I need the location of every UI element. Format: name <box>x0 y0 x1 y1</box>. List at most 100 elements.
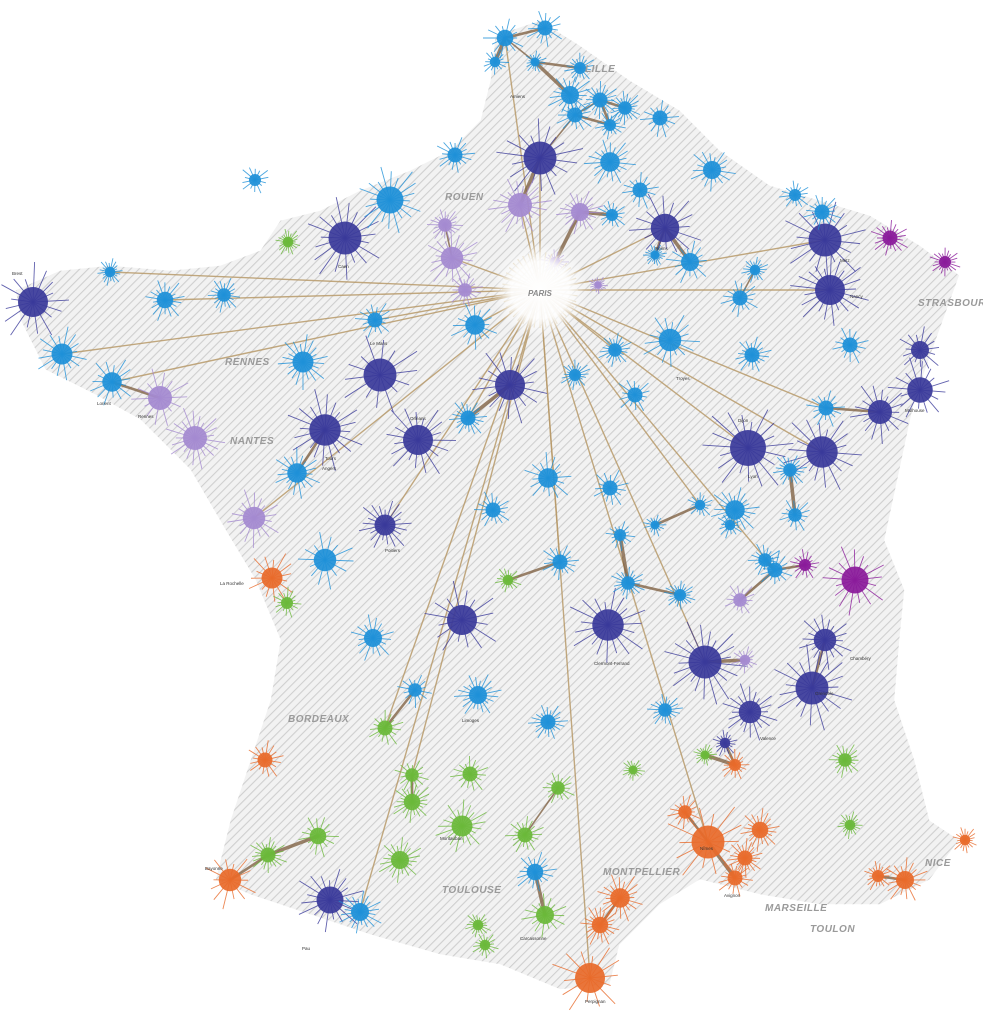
city-cluster <box>605 521 636 551</box>
city-cluster <box>355 303 390 338</box>
city-cluster <box>207 278 241 313</box>
cluster-core <box>567 107 583 123</box>
cluster-core <box>799 559 811 571</box>
region-label-bordeaux: BORDEAUX <box>288 714 350 725</box>
city-cluster <box>465 914 492 938</box>
city-cluster <box>595 112 626 140</box>
city-label-brest: Brest <box>12 271 23 276</box>
city-cluster <box>496 118 584 195</box>
cluster-core <box>600 152 620 172</box>
city-cluster <box>643 314 700 367</box>
cluster-core <box>472 919 484 931</box>
cluster-core <box>485 502 501 518</box>
city-cluster <box>731 646 757 674</box>
city-cluster <box>618 379 650 411</box>
city-cluster <box>718 861 753 897</box>
region-label-strasbourg: STRASBOURG <box>918 298 983 309</box>
cluster-core <box>18 287 48 317</box>
cluster-core <box>462 766 478 782</box>
cluster-core <box>458 283 472 297</box>
city-cluster <box>664 580 696 610</box>
city-cluster <box>722 748 750 780</box>
city-cluster <box>779 180 809 208</box>
city-label-orleans: Orléans <box>410 416 427 421</box>
cluster-core <box>591 916 609 934</box>
cluster-core <box>260 847 276 863</box>
city-cluster <box>560 359 591 391</box>
city-cluster <box>227 489 279 549</box>
cluster-core <box>523 141 557 175</box>
cluster-core <box>351 903 369 921</box>
region-label-lille: LILLE <box>585 64 615 75</box>
cluster-core <box>688 645 722 679</box>
city-cluster <box>287 389 363 471</box>
cluster-core <box>569 369 581 381</box>
cluster-core <box>551 781 565 795</box>
cluster-core <box>841 566 869 594</box>
cluster-core <box>814 204 830 220</box>
cluster-core <box>309 827 327 845</box>
city-cluster <box>344 335 418 413</box>
cluster-core <box>594 281 602 289</box>
city-cluster <box>849 385 909 444</box>
city-label-caen: Caen <box>338 264 349 269</box>
cluster-core <box>614 529 626 541</box>
paris-glow <box>492 242 588 338</box>
cluster-core <box>489 56 501 68</box>
city-cluster <box>338 890 382 934</box>
cluster-core <box>813 628 837 652</box>
paris-link <box>539 289 776 571</box>
cluster-core <box>674 589 686 601</box>
city-cluster <box>556 97 592 130</box>
city-label-chambery: Chambéry <box>850 656 872 661</box>
city-cluster <box>735 336 772 372</box>
city-cluster <box>712 729 738 757</box>
city-label-tours: Tours <box>325 456 337 461</box>
cluster-core <box>451 815 473 837</box>
cluster-core <box>148 386 172 410</box>
cluster-core <box>844 819 856 831</box>
city-cluster <box>628 193 702 261</box>
cluster-core <box>602 480 618 496</box>
cluster-core <box>495 370 525 400</box>
cluster-core <box>868 400 892 424</box>
cluster-core <box>405 768 419 782</box>
city-label-clermont: Clermont-Ferrand <box>594 661 630 666</box>
city-cluster <box>277 334 328 391</box>
cluster-core <box>751 821 769 839</box>
cluster-core <box>571 203 589 221</box>
cluster-core <box>681 253 699 271</box>
cluster-core <box>403 425 433 455</box>
cluster-core <box>896 871 914 889</box>
city-cluster <box>870 220 908 256</box>
city-label-le-mans: Le Mans <box>370 341 388 346</box>
cluster-core <box>391 851 409 869</box>
cluster-core <box>628 765 638 775</box>
cluster-core <box>650 520 660 530</box>
city-label-angers: Angers <box>322 466 337 471</box>
cluster-core <box>604 119 616 131</box>
cluster-core <box>364 629 382 647</box>
city-cluster <box>298 868 364 933</box>
city-cluster <box>790 549 820 579</box>
paris-link <box>539 289 823 453</box>
cluster-core <box>261 567 283 589</box>
city-cluster <box>717 514 742 539</box>
cluster-core <box>496 29 514 47</box>
city-label-limoges: Limoges <box>462 718 480 723</box>
cluster-core <box>592 609 624 641</box>
city-label-la-rochelle: La Rochelle <box>220 581 244 586</box>
city-cluster <box>806 390 845 427</box>
cluster-core <box>719 737 731 749</box>
cluster-core <box>592 92 608 108</box>
cluster-core <box>530 57 540 67</box>
cluster-core <box>872 870 884 882</box>
cluster-core <box>447 147 463 163</box>
city-cluster <box>525 50 547 73</box>
cluster-core <box>536 906 554 924</box>
cluster-core <box>242 506 266 530</box>
city-cluster <box>740 808 780 852</box>
cluster-core <box>440 246 464 270</box>
city-cluster <box>427 229 478 285</box>
city-cluster <box>580 906 620 945</box>
